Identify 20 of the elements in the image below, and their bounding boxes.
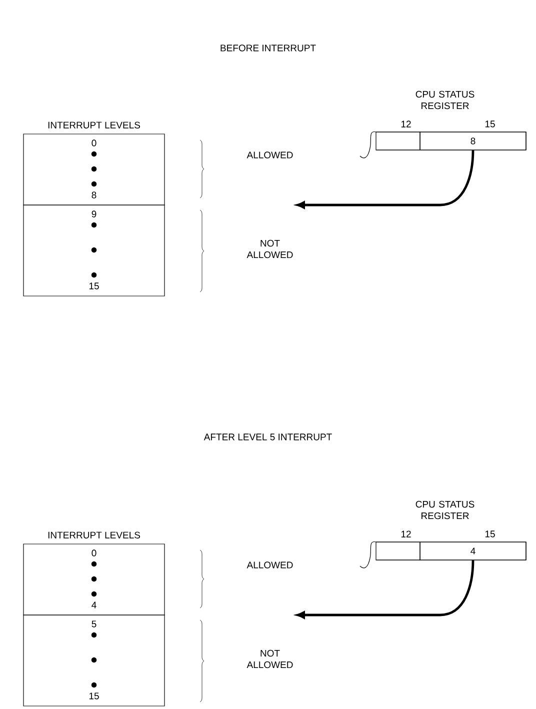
register-field [376,132,420,150]
level-section: 0 8 [23,134,165,206]
level-section: 9 15 [23,204,165,296]
status-label: NOT ALLOWED [246,240,293,258]
register-field: 4 [420,542,526,560]
status-label: ALLOWED [246,152,293,158]
bit-number: 12 [401,120,411,128]
level-section: 5 15 [23,614,165,706]
status-label: ALLOWED [246,562,293,568]
register-heading: CPU STATUS REGISTER [416,90,474,110]
register-field: 8 [420,132,526,150]
bit-number: 15 [485,120,495,128]
register-heading: CPU STATUS REGISTER [416,500,474,520]
register-field [376,542,420,560]
level-section: 0 4 [23,544,165,616]
bit-number: 12 [401,530,411,538]
panel-title: AFTER LEVEL 5 INTERRUPT [204,434,332,440]
bit-number: 15 [485,530,495,538]
panel-title: BEFORE INTERRUPT [220,44,316,52]
status-label: NOT ALLOWED [246,650,293,668]
